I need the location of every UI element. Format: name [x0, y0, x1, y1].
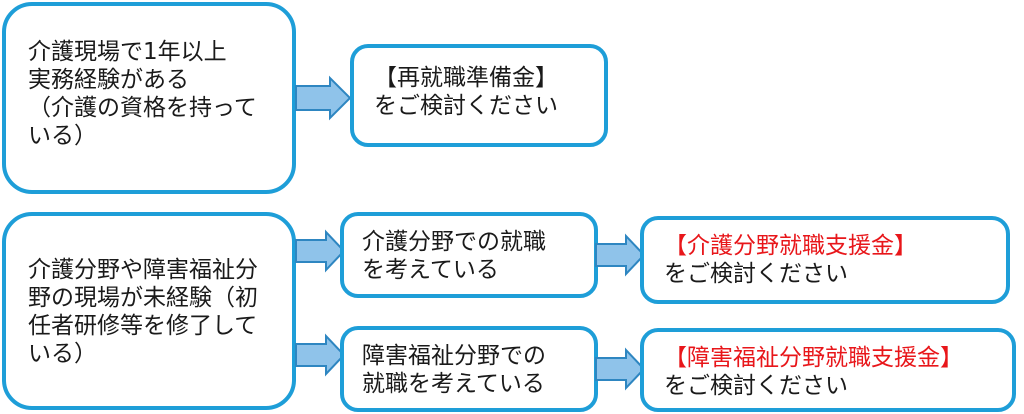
result-disability-box: 【障害福祉分野就職支援金】 をご検討ください — [640, 328, 1016, 412]
option-disability-text: 障害福祉分野での 就職を考えている — [362, 342, 546, 398]
top-condition-box: 介護現場で1年以上 実務経験がある （介護の資格を持って いる） — [2, 2, 296, 194]
right-arrow-icon — [295, 75, 352, 121]
bottom-condition-line-4: いる） — [28, 341, 97, 367]
result-disability-title: 【障害福祉分野就職支援金】 — [664, 345, 963, 371]
option-care-line-1: 介護分野での就職 — [362, 229, 546, 255]
top-condition-line-1: 介護現場で1年以上 — [28, 39, 227, 65]
right-arrow-icon — [295, 333, 346, 377]
result-care-title: 【介護分野就職支援金】 — [664, 233, 917, 259]
top-result-title: 【再就職準備金】 — [374, 65, 558, 91]
option-disability-line-1: 障害福祉分野での — [362, 343, 546, 369]
result-disability-text: 【障害福祉分野就職支援金】 をご検討ください — [664, 344, 963, 400]
option-care-text: 介護分野での就職 を考えている — [362, 228, 546, 284]
result-disability-subtitle: をご検討ください — [664, 373, 848, 399]
bottom-condition-line-1: 介護分野や障害福祉分 — [28, 257, 258, 283]
top-condition-text: 介護現場で1年以上 実務経験がある （介護の資格を持って いる） — [28, 38, 257, 150]
result-care-text: 【介護分野就職支援金】 をご検討ください — [664, 232, 917, 288]
top-condition-line-4: いる） — [28, 123, 97, 149]
option-disability-box: 障害福祉分野での 就職を考えている — [340, 326, 598, 412]
top-result-subtitle: をご検討ください — [374, 93, 558, 119]
right-arrow-icon — [295, 229, 346, 273]
bottom-condition-line-2: 野の現場が未経験（初 — [28, 285, 258, 311]
bottom-condition-line-3: 任者研修等を修了して — [28, 313, 258, 339]
result-care-subtitle: をご検討ください — [664, 261, 848, 287]
right-arrow-icon — [595, 347, 646, 391]
result-care-box: 【介護分野就職支援金】 をご検討ください — [640, 216, 1010, 304]
top-result-text: 【再就職準備金】 をご検討ください — [374, 64, 558, 120]
option-care-line-2: を考えている — [362, 257, 499, 283]
right-arrow-icon — [595, 233, 646, 277]
top-condition-line-3: （介護の資格を持って — [28, 95, 257, 121]
bottom-condition-box: 介護分野や障害福祉分 野の現場が未経験（初 任者研修等を修了して いる） — [2, 212, 296, 410]
option-disability-line-2: 就職を考えている — [362, 371, 545, 397]
top-condition-line-2: 実務経験がある — [28, 67, 189, 93]
bottom-condition-text: 介護分野や障害福祉分 野の現場が未経験（初 任者研修等を修了して いる） — [28, 256, 258, 368]
option-care-box: 介護分野での就職 を考えている — [340, 212, 598, 298]
top-result-box: 【再就職準備金】 をご検討ください — [350, 44, 608, 147]
